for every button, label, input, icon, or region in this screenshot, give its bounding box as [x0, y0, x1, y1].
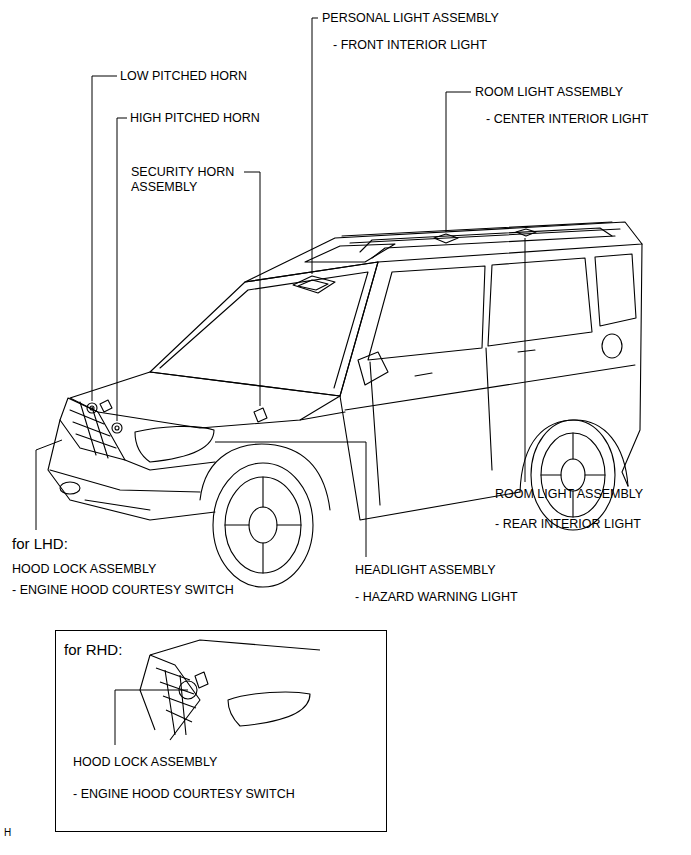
part-label: PERSONAL LIGHT ASSEMBLY — [322, 11, 499, 26]
headlight — [135, 426, 214, 462]
part-label: ROOM LIGHT ASSEMBLY — [495, 487, 643, 502]
room-light-rear — [516, 229, 536, 236]
leader-line — [312, 18, 318, 274]
part-label: H — [4, 826, 11, 839]
leader-line — [36, 440, 62, 530]
part-label: ROOM LIGHT ASSEMBLY — [475, 85, 623, 100]
personal-light — [293, 276, 335, 293]
part-label: HOOD LOCK ASSEMBLY — [12, 562, 156, 577]
part-label: HEADLIGHT ASSEMBLY — [355, 563, 496, 578]
high-pitched-horn — [112, 423, 122, 433]
inset-frame: for RHD: HOOD LOCK ASSEMBLY - ENGINE HOOD … — [55, 630, 387, 832]
part-label: for LHD: — [12, 535, 68, 553]
low-pitched-horn — [87, 403, 97, 413]
leader-line — [525, 238, 526, 482]
part-label: - CENTER INTERIOR LIGHT — [486, 112, 649, 127]
leader-line — [446, 92, 471, 232]
rhd-inset-illustration — [115, 640, 320, 745]
part-label: - ENGINE HOOD COURTESY SWITCH — [12, 583, 234, 598]
leader-line — [117, 118, 127, 421]
leader-line — [244, 172, 260, 406]
part-label: HOOD LOCK ASSEMBLY — [73, 755, 217, 770]
part-label: - ENGINE HOOD COURTESY SWITCH — [73, 787, 295, 802]
part-label: SECURITY HORN ASSEMBLY — [131, 165, 261, 195]
leader-line — [215, 442, 366, 557]
security-horn — [254, 408, 267, 422]
room-light-center — [434, 234, 458, 243]
part-label: - REAR INTERIOR LIGHT — [495, 517, 641, 532]
part-label: LOW PITCHED HORN — [120, 69, 247, 84]
part-label: - HAZARD WARNING LIGHT — [355, 590, 518, 605]
part-label: HIGH PITCHED HORN — [130, 111, 260, 126]
leader-line — [92, 76, 117, 401]
inset-heading: for RHD: — [64, 641, 122, 659]
part-label: - FRONT INTERIOR LIGHT — [333, 38, 487, 53]
